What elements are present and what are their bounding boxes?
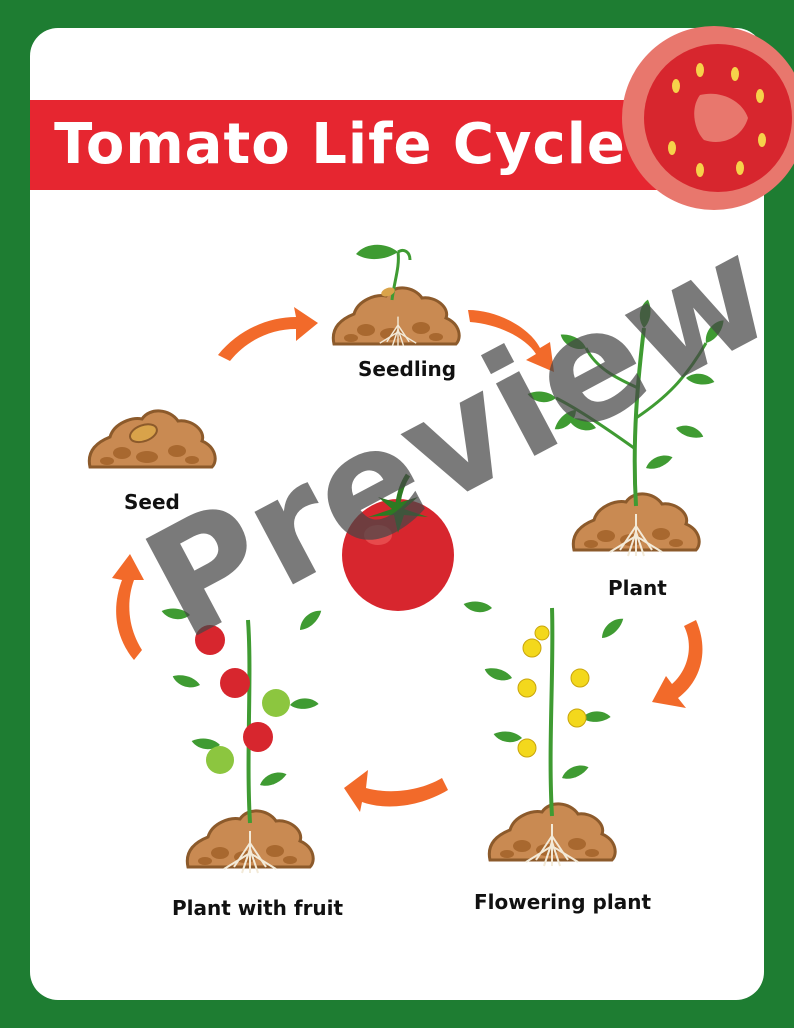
title-banner (30, 100, 730, 190)
tomato-slice-icon (622, 26, 794, 210)
tomato-icon (342, 473, 454, 611)
arrow-icon (112, 554, 144, 660)
cycle-arrows (112, 307, 703, 812)
stage-label-seed: Seed (124, 490, 180, 514)
arrow-icon (652, 620, 703, 708)
stage-label-flowering-plant: Flowering plant (474, 890, 652, 914)
stage-label-seedling: Seedling (358, 357, 457, 381)
seed-illustration (87, 409, 217, 469)
seedling-illustration (331, 244, 461, 347)
flowering-plant-illustration (462, 596, 628, 867)
arrow-icon (344, 770, 448, 812)
arrow-icon (468, 310, 554, 372)
arrow-icon (218, 307, 318, 361)
plant-with-fruit-illustration (160, 603, 326, 874)
stage-label-plant: Plant (608, 576, 667, 600)
stage-label-plant-with-fruit: Plant with fruit (172, 896, 344, 920)
plant-illustration (526, 298, 729, 557)
page-title: Tomato Life Cycle (54, 112, 626, 177)
